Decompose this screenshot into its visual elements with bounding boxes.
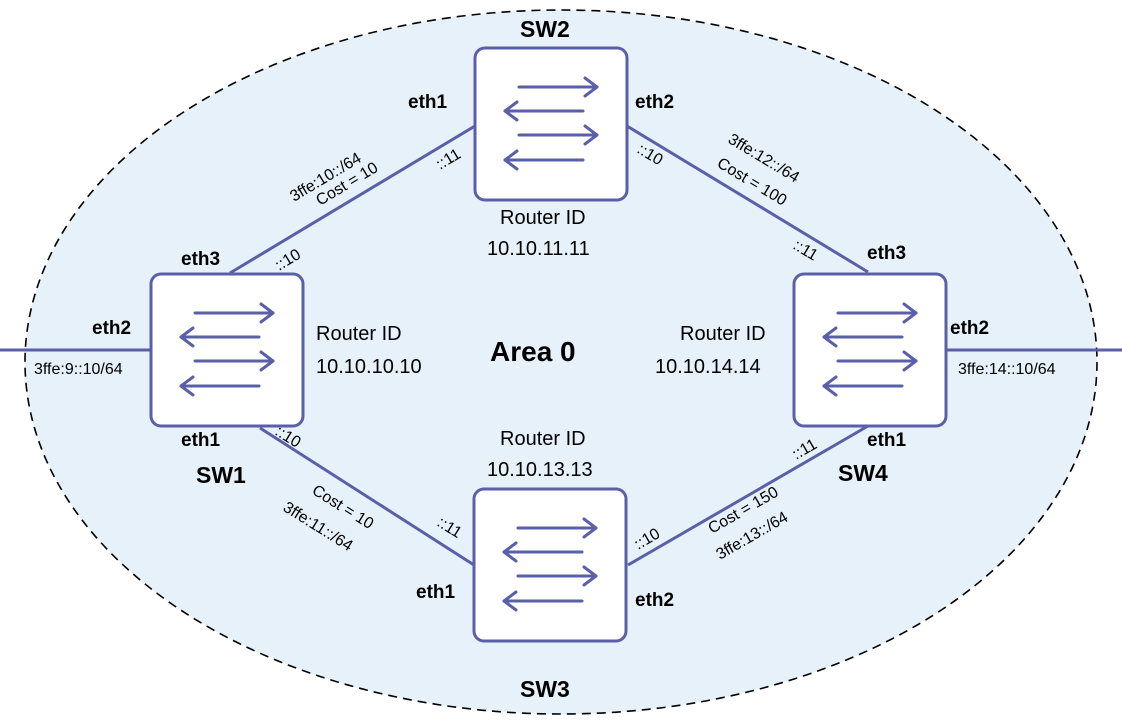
link-sw3-sw4	[627, 424, 869, 567]
area-label: Area 0	[490, 336, 576, 367]
sw1-name: SW1	[196, 462, 246, 488]
sw4-router-id: 10.10.14.14	[655, 356, 761, 378]
sw3-eth1-label: eth1	[416, 582, 456, 603]
sw2-router-id: 10.10.11.11	[487, 238, 590, 260]
area-0-boundary	[24, 9, 1098, 715]
sw4-router-id-label: Router ID	[680, 323, 766, 345]
sw4-eth2-label: eth2	[950, 318, 989, 339]
sw1-eth3-label: eth3	[181, 249, 220, 270]
link-sw1-sw3	[259, 426, 475, 567]
sw1-eth2-label: eth2	[92, 318, 131, 339]
sw4-eth1-label: eth1	[867, 430, 907, 451]
sw2-eth2-label: eth2	[635, 92, 674, 113]
sw1-router-id: 10.10.10.10	[316, 356, 422, 378]
sw3-router-id: 10.10.13.13	[487, 459, 593, 481]
sw1-eth2-address: 3ffe:9::10/64	[34, 361, 123, 378]
sw1-eth1-label: eth1	[181, 430, 221, 451]
sw2-name: SW2	[520, 16, 570, 42]
switch-sw2[interactable]	[473, 46, 629, 202]
sw4-name: SW4	[838, 460, 888, 486]
sw3-eth2-label: eth2	[635, 590, 674, 611]
sw3-router-id-label: Router ID	[500, 428, 586, 450]
link-sw2-sw4	[626, 124, 869, 274]
switch-sw1[interactable]	[149, 272, 305, 428]
switch-sw4[interactable]	[792, 272, 948, 428]
sw3-name: SW3	[520, 676, 570, 702]
sw2-router-id-label: Router ID	[500, 207, 586, 229]
sw4-eth3-label: eth3	[867, 243, 906, 264]
switch-sw3[interactable]	[472, 487, 628, 643]
link-sw1-sw2	[229, 124, 476, 275]
sw4-eth2-address: 3ffe:14::10/64	[958, 361, 1056, 378]
sw1-router-id-label: Router ID	[316, 323, 402, 345]
sw2-eth1-label: eth1	[408, 92, 448, 113]
